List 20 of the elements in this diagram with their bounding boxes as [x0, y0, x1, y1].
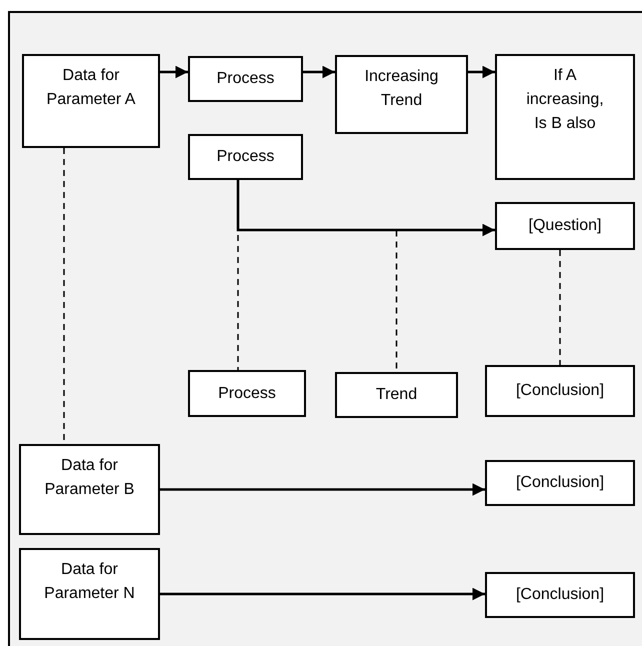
process-box: Data for Parameter N: [19, 548, 160, 640]
arrow: [160, 66, 188, 78]
process-box: Data for Parameter B: [19, 444, 160, 535]
arrow: [468, 66, 495, 78]
process-box: Process: [188, 56, 303, 102]
dashed-connector: [559, 250, 561, 365]
process-box: [Conclusion]: [485, 460, 635, 506]
process-box: [Question]: [495, 202, 635, 250]
process-box: Trend: [335, 372, 458, 418]
arrow: [303, 66, 335, 78]
process-box: Process: [188, 370, 306, 417]
process-box: [Conclusion]: [485, 572, 635, 618]
process-box: Increasing Trend: [335, 55, 468, 134]
process-box: If A increasing, Is B also: [495, 54, 635, 180]
process-box: Data for Parameter A: [22, 54, 160, 148]
arrow: [236, 180, 495, 236]
arrow: [160, 588, 485, 600]
process-box: Process: [188, 134, 303, 180]
arrow: [160, 483, 485, 496]
process-box: [Conclusion]: [485, 365, 635, 417]
